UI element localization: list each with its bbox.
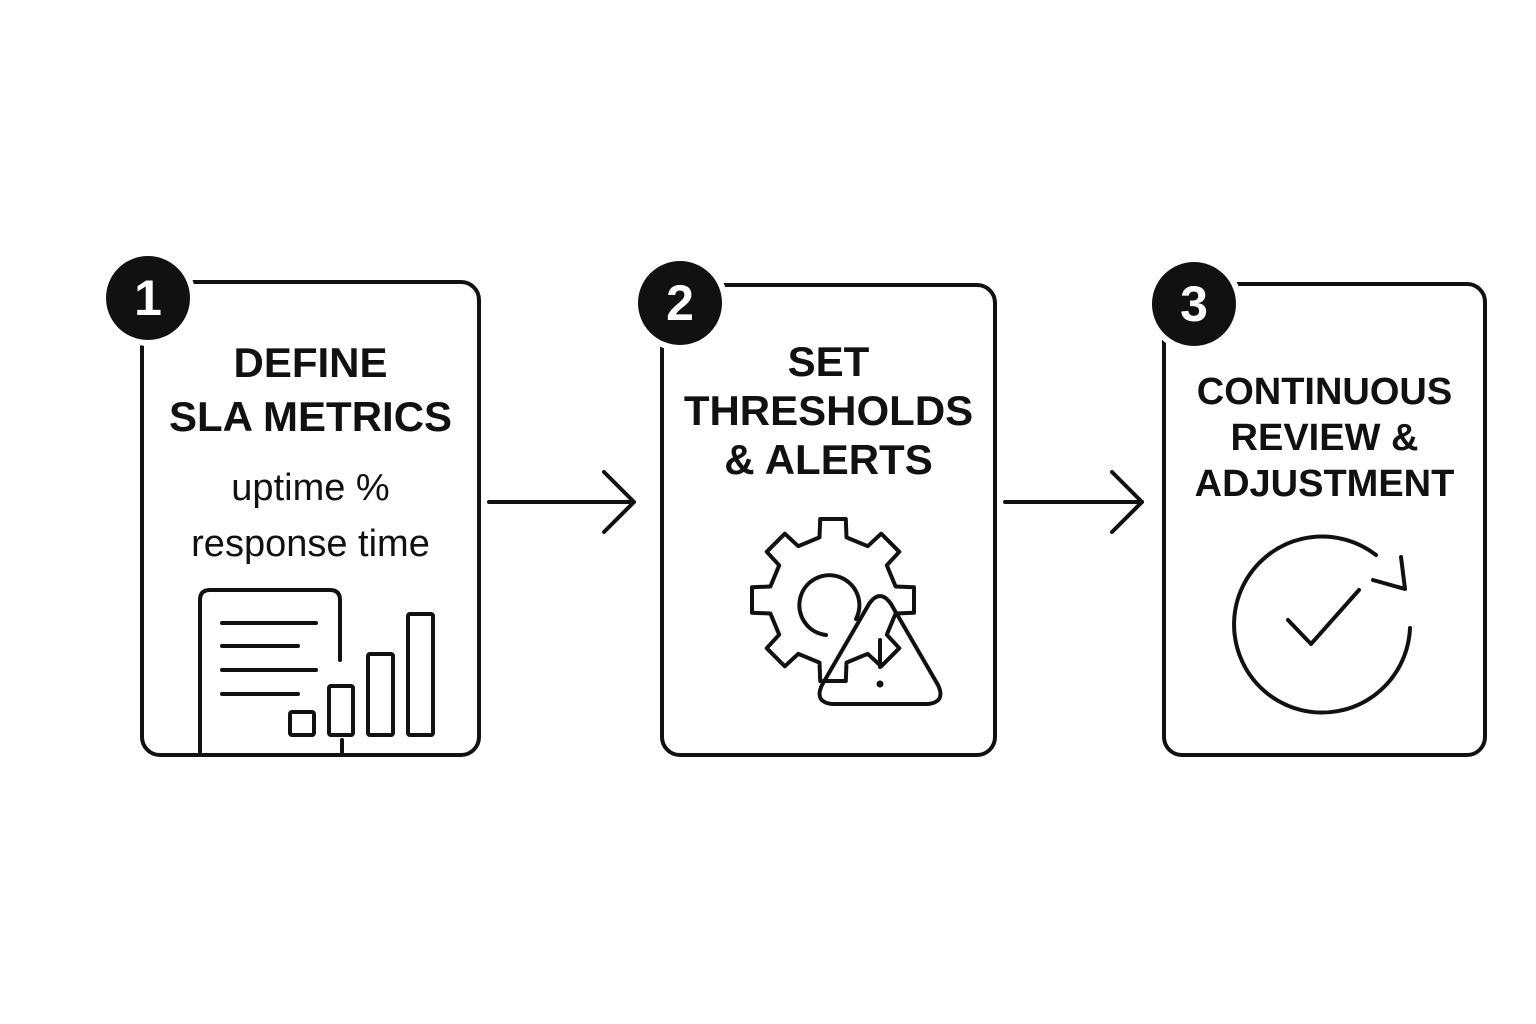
bar-2 (327, 684, 355, 737)
step-1-detail-line-2: response time (191, 523, 430, 565)
refresh-arrow-head (1371, 555, 1407, 591)
step-3-card (1162, 282, 1487, 757)
step-3-title-line-2: REVIEW & (1230, 417, 1419, 459)
step-1-details: uptime % response time (140, 460, 481, 572)
refresh-circle (1232, 534, 1412, 715)
bar-3 (366, 652, 395, 737)
step-3-title: CONTINUOUS REVIEW & ADJUSTMENT (1162, 369, 1487, 507)
step-2-title: SET THRESHOLDS & ALERTS (660, 337, 997, 484)
bar-1 (288, 710, 316, 737)
document-outline (198, 588, 342, 754)
step-2-number-badge: 2 (632, 255, 728, 351)
step-1-title-line-2: SLA METRICS (168, 393, 453, 440)
step-2-card (660, 283, 997, 757)
step-3-title-line-1: CONTINUOUS (1196, 371, 1453, 413)
checkmark-icon (1286, 588, 1361, 646)
step-1-number-badge: 1 (100, 250, 196, 346)
bar-4 (406, 612, 435, 737)
step-1-card (140, 280, 481, 757)
step-3-title-line-3: ADJUSTMENT (1194, 463, 1455, 505)
step-2-title-line-3: & ALERTS (724, 436, 933, 483)
step-3-number-badge: 3 (1146, 256, 1242, 352)
gear-hole (797, 573, 862, 637)
gear-icon (750, 517, 916, 683)
step-1-title: DEFINE SLA METRICS (140, 336, 481, 444)
step-1-detail-line-1: uptime % (231, 467, 390, 509)
step-2-title-line-2: THRESHOLDS (683, 387, 974, 434)
step-1-title-line-1: DEFINE (233, 339, 388, 386)
warning-triangle-icon (817, 594, 943, 706)
warning-exclamation-dot (876, 680, 884, 688)
step-2-title-line-1: SET (787, 338, 870, 385)
